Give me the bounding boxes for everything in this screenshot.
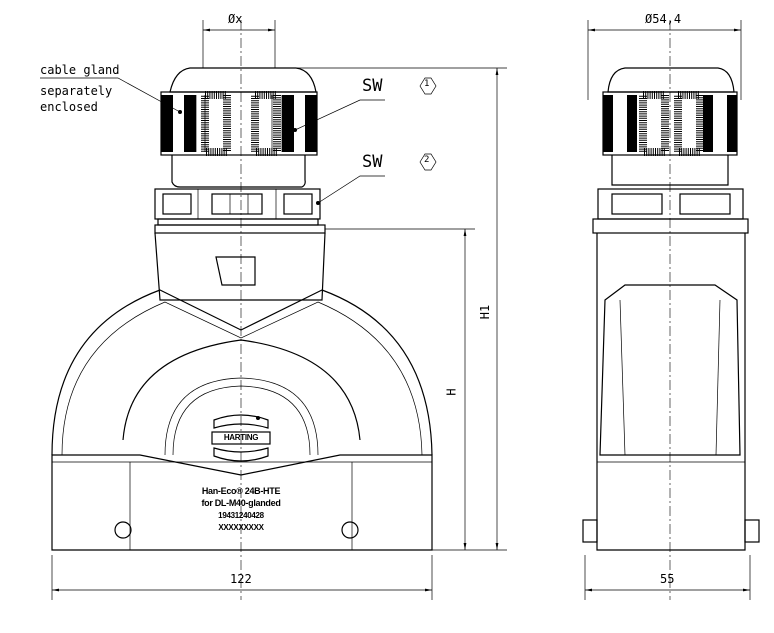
- gland-cap: [169, 67, 317, 93]
- harting-logo-text: HARTING: [223, 433, 259, 442]
- harting-logo: [211, 414, 271, 462]
- marking-line4: XXXXXXXXX: [218, 523, 264, 532]
- sw1-label: SW: [362, 76, 383, 96]
- sw2-index: 2: [424, 155, 430, 165]
- gland-ribs: [201, 91, 281, 156]
- marking-line2: for DL-M40-glanded: [201, 498, 281, 508]
- sw1-hex-marker: [419, 77, 437, 95]
- mounting-hole-right: [341, 521, 359, 539]
- housing-neck: [154, 232, 326, 301]
- dim-height-h: H: [444, 388, 459, 396]
- side-housing: [596, 233, 746, 551]
- inner-arch: [122, 339, 361, 441]
- callout-enclosed: enclosed: [40, 100, 98, 114]
- sw1-index: 1: [424, 79, 430, 89]
- dim-width-122: 122: [230, 572, 252, 586]
- callout-cable-gland: cable gland: [40, 63, 120, 77]
- housing-dome: [51, 289, 433, 456]
- callout-separately: separately: [40, 84, 113, 98]
- dim-side-diameter: Ø54,4: [645, 12, 682, 26]
- marking-line3: 19431240428: [218, 511, 264, 520]
- side-view: [582, 20, 760, 600]
- dim-diameter-x: Øx: [228, 12, 243, 26]
- gland-body: [171, 155, 306, 188]
- sw2-label: SW: [362, 152, 383, 172]
- mounting-hole-left: [114, 521, 132, 539]
- sw2-hex-marker: [419, 153, 437, 171]
- dim-height-h1: H1: [478, 304, 493, 320]
- front-view: [40, 20, 507, 600]
- housing-base: [51, 454, 433, 551]
- dim-side-width-55: 55: [660, 572, 675, 586]
- marking-line1: Han-Eco® 24B-HTE: [201, 486, 281, 496]
